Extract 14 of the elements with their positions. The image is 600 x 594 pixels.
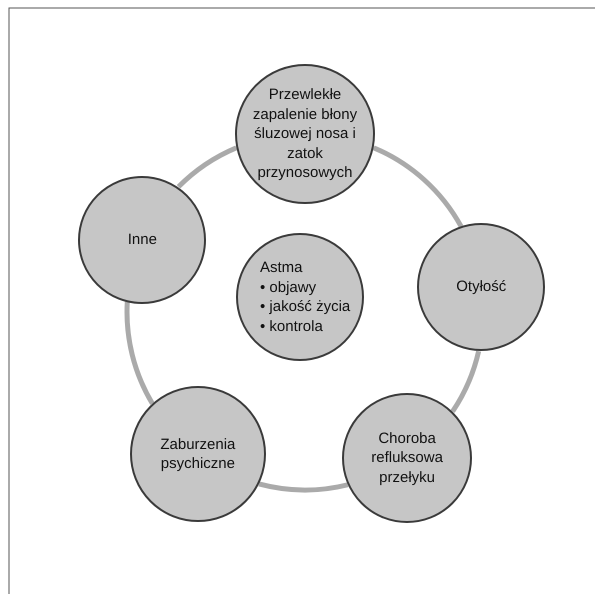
node-label: Przewlekłe zapalenie błony śluzowej nosa i zatok przynosowych <box>252 85 358 183</box>
bullet-item: • kontrola <box>260 316 323 336</box>
node-label: Zaburzenia psychiczne <box>159 434 236 474</box>
ring-connector <box>176 146 238 189</box>
ring-connector <box>258 482 348 492</box>
node-label: Astma <box>260 258 303 278</box>
ring-connector <box>124 302 155 405</box>
bullet-item: • jakość życia <box>260 297 350 316</box>
ring-connector <box>450 350 482 413</box>
bullet-item: • objawy <box>260 278 316 297</box>
node-label: Inne <box>128 230 157 250</box>
node-label: Otyłość <box>456 277 506 297</box>
ring-connector <box>372 146 464 228</box>
node-label: Choroba refluksowa przełyku <box>370 428 444 488</box>
